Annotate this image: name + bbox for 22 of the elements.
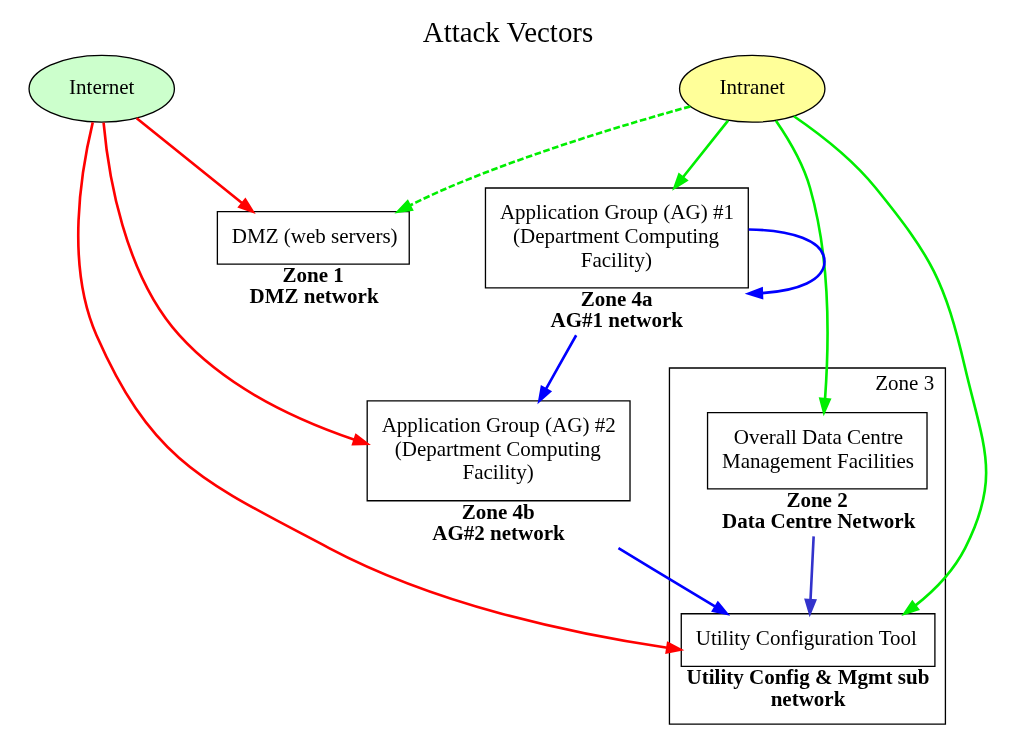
arrow	[793, 115, 988, 616]
node-ellipse: Intranet	[678, 54, 826, 123]
node-label: AG#1 network	[550, 308, 684, 333]
arrow	[537, 334, 578, 405]
node-box: Overall Data Centre Management Facilities	[706, 412, 928, 490]
node-label: Zone 4a	[580, 287, 653, 311]
node-box: DMZ (web servers)	[216, 211, 410, 265]
arrow	[672, 119, 730, 191]
node-box: Application Group (AG) #2 (Department Computing Facility)	[366, 400, 631, 502]
node-ellipse: Internet	[28, 54, 176, 123]
diagram-title: Attack Vectors	[422, 15, 594, 48]
arrow	[102, 122, 371, 446]
arrow	[617, 547, 731, 616]
arrow	[394, 105, 691, 214]
arrow	[77, 122, 685, 655]
arrow	[135, 117, 256, 214]
arrow	[804, 536, 817, 618]
node-box: Utility Configuration Tool	[680, 613, 936, 667]
arrow	[774, 120, 832, 417]
arrow	[744, 228, 826, 300]
node-label: Utility Config & Mgmt sub network	[686, 665, 930, 711]
node-box: Application Group (AG) #1 (Department Computing Facility)	[484, 187, 749, 289]
